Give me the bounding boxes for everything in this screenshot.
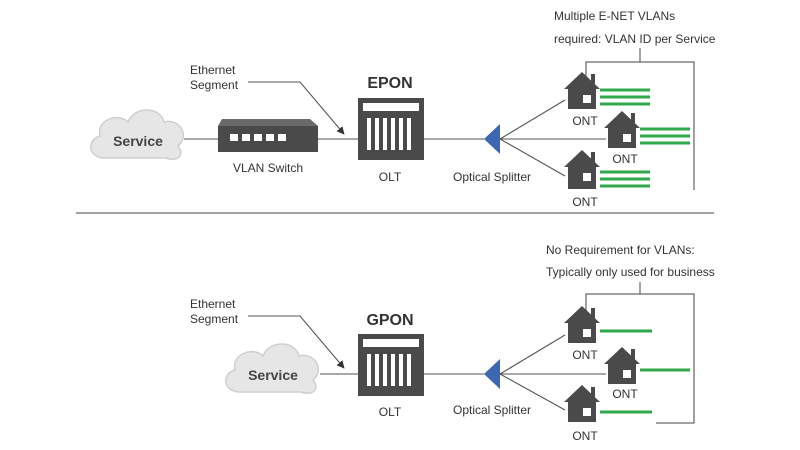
house-icon: [564, 150, 600, 189]
gpon-wire-splitter-ont3: [499, 373, 566, 411]
epon-service-cloud: Service: [90, 109, 184, 160]
epon-olt-label: OLT: [379, 170, 402, 184]
gpon-ethernet-label-line2: Segment: [190, 312, 239, 326]
epon-splitter-label: Optical Splitter: [453, 170, 531, 184]
gpon-wire-splitter-ont1: [499, 334, 566, 375]
gpon-olt-icon: [358, 334, 424, 396]
epon-note-line1: Multiple E-NET VLANs: [554, 9, 675, 23]
house-icon: [604, 347, 640, 384]
epon-ethernet-arrow: [248, 81, 345, 135]
epon-splitter-icon: [484, 124, 500, 154]
gpon-title: GPON: [366, 312, 413, 329]
gpon-service-label: Service: [248, 367, 298, 383]
epon-note-line2: required: VLAN ID per Service: [554, 32, 716, 46]
gpon-ont1-label: ONT: [572, 348, 598, 362]
gpon-section: Service Ethernet Segment GPON OLT Optica…: [190, 243, 715, 443]
epon-wire-splitter-ont3: [499, 138, 566, 177]
epon-bracket-top: [585, 48, 641, 78]
epon-service-label: Service: [113, 133, 163, 149]
vlan-switch-label: VLAN Switch: [233, 161, 303, 175]
gpon-note-line1: No Requirement for VLANs:: [546, 243, 695, 257]
gpon-ont-3: ONT: [564, 385, 652, 443]
epon-ont2-label: ONT: [612, 152, 638, 166]
house-icon: [564, 385, 600, 422]
gpon-splitter-icon: [484, 359, 500, 389]
epon-ethernet-label-line1: Ethernet: [190, 63, 236, 77]
gpon-note-line2: Typically only used for business: [546, 265, 715, 279]
epon-ont3-label: ONT: [572, 195, 598, 209]
epon-ont1-label: ONT: [572, 114, 598, 128]
gpon-ont-2: ONT: [604, 347, 690, 401]
house-icon: [564, 72, 600, 109]
gpon-bracket-right: [640, 293, 695, 424]
epon-ont-3: ONT: [564, 150, 650, 209]
gpon-splitter-label: Optical Splitter: [453, 403, 531, 417]
gpon-ethernet-label-line1: Ethernet: [190, 297, 236, 311]
epon-title: EPON: [367, 75, 412, 92]
gpon-ont2-label: ONT: [612, 387, 638, 401]
gpon-ont3-label: ONT: [572, 429, 598, 443]
gpon-ethernet-arrow: [248, 315, 345, 369]
vlan-switch-icon: [218, 119, 318, 152]
house-icon: [604, 111, 640, 148]
epon-ont-1: ONT: [564, 72, 650, 128]
epon-section: Service VLAN Switch Ethernet Segment EPO…: [90, 9, 716, 209]
epon-ethernet-label-line2: Segment: [190, 78, 239, 92]
epon-olt-icon: [358, 98, 424, 160]
epon-wire-splitter-ont1: [499, 99, 566, 140]
gpon-service-cloud: Service: [225, 343, 319, 394]
epon-bracket-right: [640, 61, 695, 190]
gpon-ont-1: ONT: [564, 306, 652, 362]
gpon-olt-label: OLT: [379, 405, 402, 419]
gpon-bracket-top: [585, 282, 641, 312]
house-icon: [564, 306, 600, 343]
epon-ont-2: ONT: [604, 111, 690, 166]
